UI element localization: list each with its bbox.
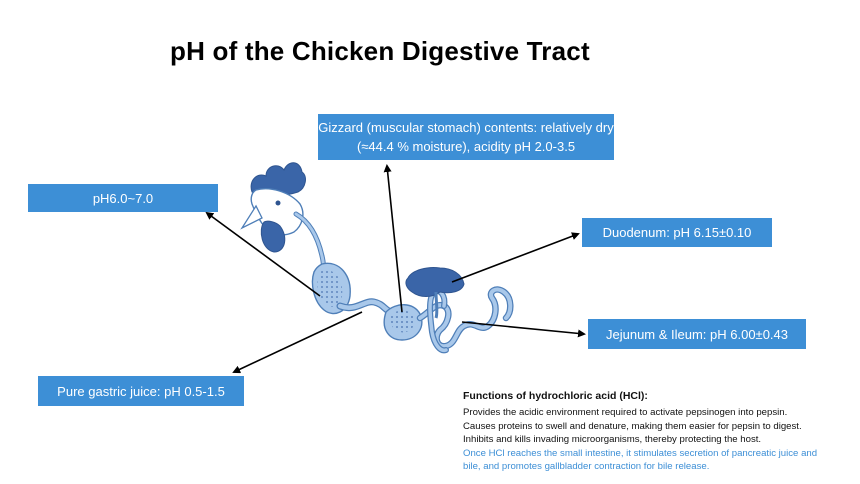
arrow-to-duodenum-label: [451, 232, 580, 283]
hcl-function-item: Inhibits and kills invading microorganis…: [463, 434, 762, 446]
hcl-function-item: Causes proteins to swell and denature, m…: [463, 420, 802, 432]
comb-shape: [250, 162, 306, 197]
beak-shape: [240, 204, 263, 230]
gastric-juice-label: Pure gastric juice: pH 0.5-1.5: [38, 376, 244, 406]
wattle-shape: [260, 220, 286, 253]
gallbladder-shape: [434, 291, 439, 319]
crop-label: pH6.0~7.0: [28, 184, 218, 212]
hcl-functions-panel: Functions of hydrochloric acid (HCl): Pr…: [463, 390, 823, 473]
eye-shape: [275, 200, 281, 206]
hcl-function-item: Provides the acidic environment required…: [463, 407, 788, 419]
gizzard-label: Gizzard (muscular stomach) contents: rel…: [318, 114, 614, 160]
jejunum-ileum-label: Jejunum & Ileum: pH 6.00±0.43: [588, 319, 806, 349]
duodenum-label: Duodenum: pH 6.15±0.10: [582, 218, 772, 247]
liver-shape: [405, 267, 465, 297]
arrow-to-jejunum-label: [461, 321, 586, 338]
arrow-to-gastric-label: [232, 311, 363, 374]
hcl-functions-title: Functions of hydrochloric acid (HCl):: [463, 390, 648, 402]
arrow-to-crop-label: [205, 211, 321, 297]
arrow-to-gizzard-label: [383, 164, 403, 313]
arrows: [205, 164, 586, 374]
hcl-function-item-highlight: Once HCl reaches the small intestine, it…: [463, 447, 818, 473]
page-title: pH of the Chicken Digestive Tract: [170, 36, 590, 66]
chicken-illustration: [240, 162, 514, 354]
